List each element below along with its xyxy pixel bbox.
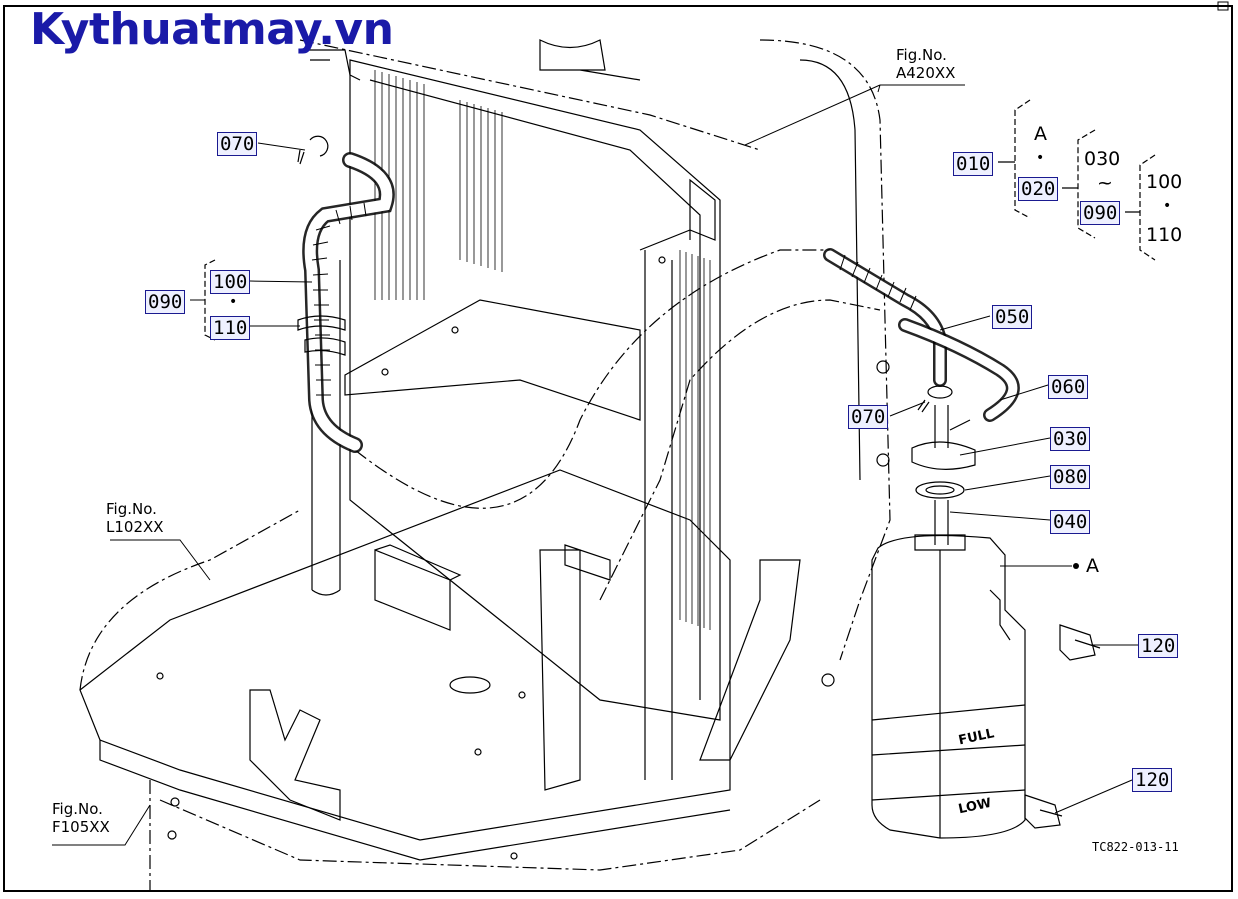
tank-low-mark: LOW <box>957 796 993 818</box>
watermark: Kythuatmay.vn <box>30 4 394 55</box>
ref-top-right-line2: A420XX <box>896 64 956 82</box>
callout-050[interactable]: 050 <box>992 305 1033 329</box>
left-group-dot: • <box>229 294 238 310</box>
right-pillar-inner <box>799 59 861 481</box>
bolt-120-bottom <box>1024 794 1063 829</box>
gasket-080 <box>915 481 965 499</box>
leader-lines <box>52 84 1138 846</box>
callout-090-left[interactable]: 090 <box>145 290 186 314</box>
ref-left-mid-line1: Fig.No. <box>106 500 157 518</box>
hose-100-ribs <box>311 202 367 396</box>
reserve-tank-edge <box>871 550 1026 838</box>
bracket-top <box>639 178 716 251</box>
right-pillar <box>759 39 891 661</box>
callout-070-right[interactable]: 070 <box>848 405 889 429</box>
reserve-tank <box>871 534 1026 839</box>
radiator-frame <box>349 59 721 721</box>
figure-code: TC822-013-11 <box>1092 840 1179 854</box>
hose-060-core <box>900 320 1018 420</box>
a-marker-dot <box>1073 563 1079 569</box>
ref-left-mid-line2: L102XX <box>106 518 164 536</box>
callout-010[interactable]: 010 <box>953 152 994 176</box>
tree-bracket-2 <box>1077 129 1096 239</box>
tree-a-label: A <box>1032 123 1049 145</box>
top-bracket-left <box>300 49 361 81</box>
ref-top-right-line1: Fig.No. <box>896 46 947 64</box>
pillar-hole-1 <box>876 360 890 374</box>
floor-bracket <box>249 689 341 821</box>
ref-left-mid: Fig.No. L102XX <box>106 500 164 536</box>
bottom-frame <box>149 780 821 890</box>
tree-sub-top: 100 <box>1144 171 1185 193</box>
floor-box <box>374 544 462 631</box>
hose-050-ribs <box>839 254 917 311</box>
tank-cap-030 <box>911 441 976 470</box>
callout-100-left[interactable]: 100 <box>210 270 251 294</box>
pipe-040 <box>934 500 949 545</box>
tree-range-top: 030 <box>1082 148 1123 170</box>
callout-110-left[interactable]: 110 <box>210 316 251 340</box>
radiator-fins <box>374 70 711 630</box>
tree-dot-2: • <box>1163 198 1172 214</box>
tank-full-mark: FULL <box>957 726 995 748</box>
top-cap <box>539 39 641 81</box>
center-post <box>644 250 673 780</box>
overflow-hose-route-2 <box>599 299 881 601</box>
callout-080[interactable]: 080 <box>1050 465 1091 489</box>
callout-120-top[interactable]: 120 <box>1138 634 1179 658</box>
ref-left-bottom: Fig.No. F105XX <box>52 800 110 836</box>
tree-range-sep: ~ <box>1095 172 1115 194</box>
callout-040[interactable]: 040 <box>1050 510 1091 534</box>
misc-holes <box>156 256 835 860</box>
left-outer-contour <box>79 509 301 691</box>
callout-020[interactable]: 020 <box>1018 177 1059 201</box>
ref-left-bottom-line2: F105XX <box>52 818 110 836</box>
tree-dot-1: • <box>1036 150 1045 166</box>
hose-100-core <box>304 154 393 451</box>
tank-filler-neck <box>934 405 971 448</box>
right-strut <box>699 559 801 761</box>
clip-070-right <box>927 385 953 399</box>
overflow-hose-route <box>354 249 830 509</box>
callout-030[interactable]: 030 <box>1050 427 1091 451</box>
callout-090-tree[interactable]: 090 <box>1080 201 1121 225</box>
clip-070-top <box>297 135 329 165</box>
reserve-tank-mount <box>989 589 1011 641</box>
floor-plate-front-edge <box>99 740 731 861</box>
floor-hole <box>449 676 491 694</box>
a-marker-label: A <box>1084 555 1101 577</box>
callout-070-top[interactable]: 070 <box>217 132 258 156</box>
tree-sub-bottom: 110 <box>1144 224 1185 246</box>
pillar-hole-2 <box>876 453 890 467</box>
tree-bracket-3 <box>1139 154 1156 261</box>
reserve-tank-neck <box>914 534 966 551</box>
callout-120-bottom[interactable]: 120 <box>1132 768 1173 792</box>
tree-bracket-1 <box>1014 99 1031 219</box>
ref-left-bottom-line1: Fig.No. <box>52 800 103 818</box>
bolt-120-top <box>1059 624 1101 661</box>
diagram-border <box>3 5 1233 892</box>
radiator-inner <box>369 79 701 700</box>
clamp-110-left <box>297 315 346 356</box>
ref-top-right: Fig.No. A420XX <box>896 46 955 82</box>
callout-060[interactable]: 060 <box>1048 375 1089 399</box>
radiator-shroud-line <box>299 39 761 151</box>
corner-mark <box>1217 1 1229 11</box>
cross-member <box>344 299 641 421</box>
tank-mount-bracket <box>539 544 611 791</box>
floor-plate <box>79 469 731 841</box>
